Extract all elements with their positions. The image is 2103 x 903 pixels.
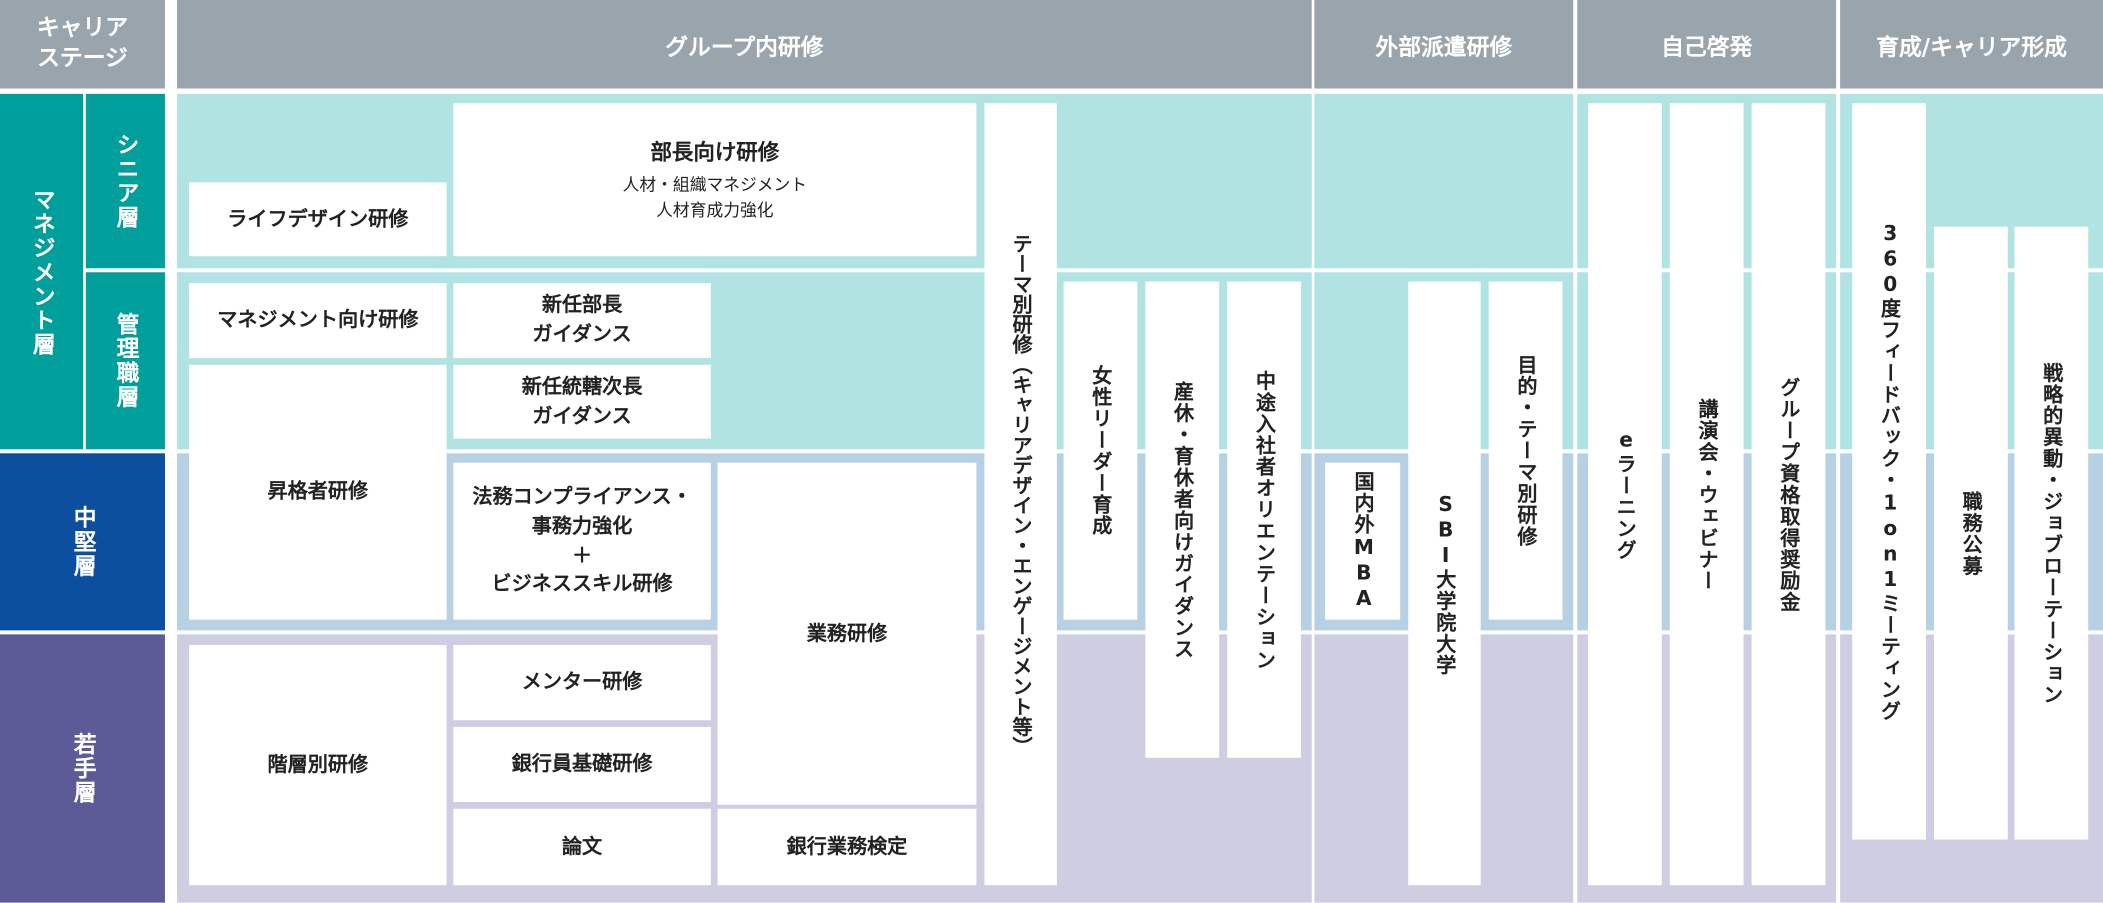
program-legal-compliance: 法務コンプライアンス・ 事務力強化 ＋ ビジネススキル研修: [453, 462, 711, 620]
header-career-stage: キャリア ステージ: [0, 0, 165, 89]
program-new-director: 新任部長 ガイダンス: [453, 282, 711, 359]
stage-middle: 中堅層: [0, 453, 165, 631]
program-lecture-webinar: 講演会・ウェビナー: [1669, 103, 1744, 886]
stage-junior: 若手層: [0, 634, 165, 903]
program-director-sub1: 人材・組織マネジメント: [622, 174, 808, 195]
program-life-design: ライフデザイン研修: [189, 182, 447, 257]
program-job-rotation: 戦略的異動・ジョブローテーション: [2014, 226, 2089, 840]
program-purpose-theme: 目的・テーマ別研修: [1488, 281, 1563, 620]
program-new-deputy: 新任統轄次長 ガイダンス: [453, 364, 711, 439]
program-mba: 国内外MBA: [1325, 462, 1401, 620]
program-theme: テーマ別研修（キャリアデザイン・エンゲージメント等）: [984, 103, 1057, 886]
program-bank-exam: 銀行業務検定: [717, 808, 977, 886]
program-director-sub2: 人材育成力強化: [656, 199, 774, 220]
program-women-leader: 女性リーダー育成: [1063, 281, 1138, 620]
program-mentor: メンター研修: [453, 645, 711, 721]
program-promotion: 昇格者研修: [189, 364, 447, 620]
program-qualification: グループ資格取得奨励金: [1751, 103, 1826, 886]
program-tiered: 階層別研修: [189, 645, 447, 886]
band-senior-external: [1314, 93, 1574, 269]
program-maternity: 産休・育休者向けガイダンス: [1145, 281, 1220, 758]
program-job-posting: 職務公募: [1934, 226, 2008, 840]
program-director-title: 部長向け研修: [650, 139, 780, 165]
stage-manager: 管理職層: [85, 272, 165, 450]
program-business: 業務研修: [717, 462, 977, 805]
header-group-training: グループ内研修: [177, 0, 1312, 89]
header-external-training: 外部派遣研修: [1314, 0, 1574, 89]
program-thesis: 論文: [453, 808, 711, 886]
program-360-feedback: 360度フィードバック・1on1ミーティング: [1852, 103, 1926, 840]
header-career-formation: 育成/キャリア形成: [1840, 0, 2103, 89]
header-self-development: 自己啓発: [1577, 0, 1837, 89]
program-director: 部長向け研修 人材・組織マネジメント 人材育成力強化: [453, 103, 977, 257]
program-elearning: eラーニング: [1587, 103, 1662, 886]
program-management: マネジメント向け研修: [189, 282, 447, 359]
stage-senior: シニア層: [85, 93, 165, 269]
program-banker-basic: 銀行員基礎研修: [453, 726, 711, 803]
stage-management: マネジメント層: [0, 93, 84, 450]
program-midcareer: 中途入社者オリエンテーション: [1227, 281, 1301, 758]
program-sbi-graduate-school: SBI大学院大学: [1408, 281, 1481, 886]
